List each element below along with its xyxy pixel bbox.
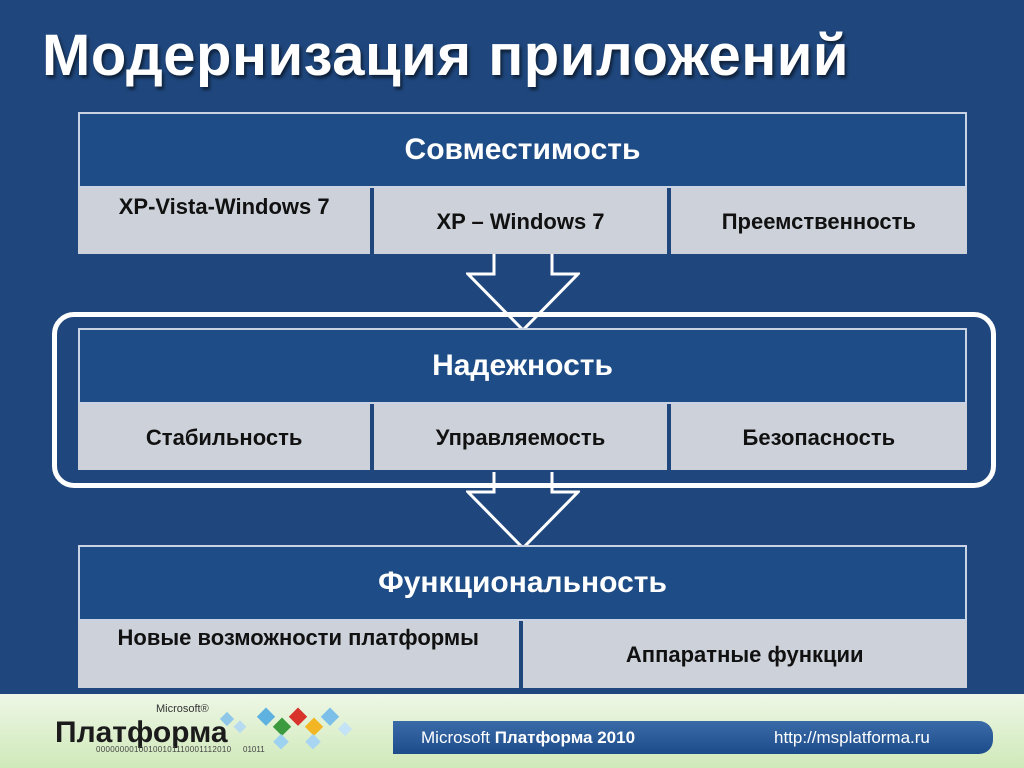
footer-brand: Microsoft Платформа 2010: [421, 728, 635, 748]
compatibility-cell-1: XP-Vista-Windows 7: [78, 188, 375, 254]
down-arrow-2: [466, 472, 580, 550]
logo-wordmark: Платформа: [55, 716, 228, 749]
footer-brand-prefix: Microsoft: [421, 728, 490, 747]
compatibility-cell-3: Преемственность: [670, 188, 967, 254]
reliability-cell-1: Стабильность: [78, 404, 375, 470]
compatibility-cell-2: XP – Windows 7: [374, 188, 671, 254]
compatibility-block: Совместимость XP-Vista-Windows 7 XP – Wi…: [78, 112, 967, 254]
reliability-cell-2: Управляемость: [374, 404, 671, 470]
slide-title: Модернизация приложений: [42, 23, 850, 88]
compatibility-row: XP-Vista-Windows 7 XP – Windows 7 Преемс…: [78, 188, 967, 254]
logo-cubes-icon: [219, 707, 353, 750]
functionality-row: Новые возможности платформы Аппаратные ф…: [78, 621, 967, 688]
logo-microsoft-label: Microsoft®: [156, 703, 209, 715]
compatibility-header: Совместимость: [78, 112, 967, 188]
reliability-cell-3: Безопасность: [670, 404, 967, 470]
logo-binary-tail: 01011: [243, 745, 265, 754]
reliability-block: Надежность Стабильность Управляемость Бе…: [78, 328, 967, 470]
functionality-cell-1: Новые возможности платформы: [78, 621, 523, 688]
logo-binary-text: 00000000100100101110001112010: [96, 745, 232, 754]
footer-url-link[interactable]: http://msplatforma.ru: [774, 728, 930, 747]
reliability-header: Надежность: [78, 328, 967, 404]
functionality-header: Функциональность: [78, 545, 967, 621]
highlight-frame: [52, 312, 996, 488]
footer-brand-name: Платформа 2010: [494, 728, 636, 747]
footer-brand-bar: [393, 721, 993, 754]
functionality-cell-2: Аппаратные функции: [522, 621, 967, 688]
functionality-block: Функциональность Новые возможности платф…: [78, 545, 967, 688]
reliability-row: Стабильность Управляемость Безопасность: [78, 404, 967, 470]
